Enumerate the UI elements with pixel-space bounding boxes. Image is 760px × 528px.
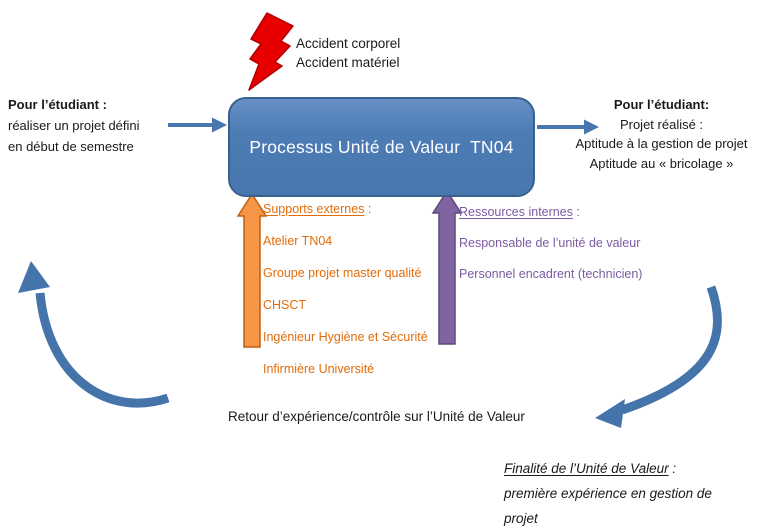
purpose-heading: Finalité de l’Unité de Valeur : [504,461,677,476]
output-line: Aptitude au « bricolage » [589,155,734,171]
process-box: Processus Unité de Valeur TN04 [228,97,535,197]
output-text-block: Pour l’étudiant: Projet réalisé : Aptitu… [563,95,760,173]
feedback-arrow-right [595,285,722,428]
output-line: Projet réalisé : [619,116,704,132]
input-arrow [168,117,227,133]
feedback-arrow-left [18,261,170,408]
internal-resources-list: Ressources internes : Responsable de l’u… [459,205,642,281]
external-supports-item: Groupe projet master qualité [263,266,422,280]
lightning-bolt-icon [248,12,294,91]
input-line: en début de semestre [8,139,134,154]
purpose-block: Finalité de l’Unité de Valeur : première… [504,456,759,528]
feedback-label: Retour d’expérience/contrôle sur l’Unité… [228,409,525,424]
purpose-line: projet [504,511,538,526]
external-supports-arrow [236,192,268,348]
external-supports-item: Atelier TN04 [263,234,333,248]
input-text-block: Pour l’étudiant : réaliser un projet déf… [8,94,183,157]
input-title: Pour l’étudiant : [8,97,107,112]
hazard-line: Accident matériel [296,55,400,70]
external-supports-list: Supports externes : Atelier TN04 Groupe … [263,202,428,376]
external-supports-item: Infirmière Université [263,362,375,376]
hazard-line: Accident corporel [296,36,401,51]
internal-resources-heading: Ressources internes : [459,205,580,219]
process-box-label: Processus Unité de Valeur TN04 [249,136,514,157]
internal-resources-arrow [431,189,463,345]
output-title: Pour l’étudiant: [613,97,710,112]
output-line: Aptitude à la gestion de projet [575,136,748,151]
internal-resources-item: Responsable de l’unité de valeur [459,236,641,250]
external-supports-heading: Supports externes : [263,202,372,216]
external-supports-item: CHSCT [263,298,307,312]
purpose-line: première expérience en gestion de [504,486,712,501]
output-arrow [537,119,599,135]
input-line: réaliser un projet défini [8,118,140,133]
internal-resources-item: Personnel encadrent (technicien) [459,267,643,281]
hazard-labels: Accident corporel Accident matériel [296,34,400,72]
external-supports-item: Ingénieur Hygiène et Sécurité [263,330,428,344]
